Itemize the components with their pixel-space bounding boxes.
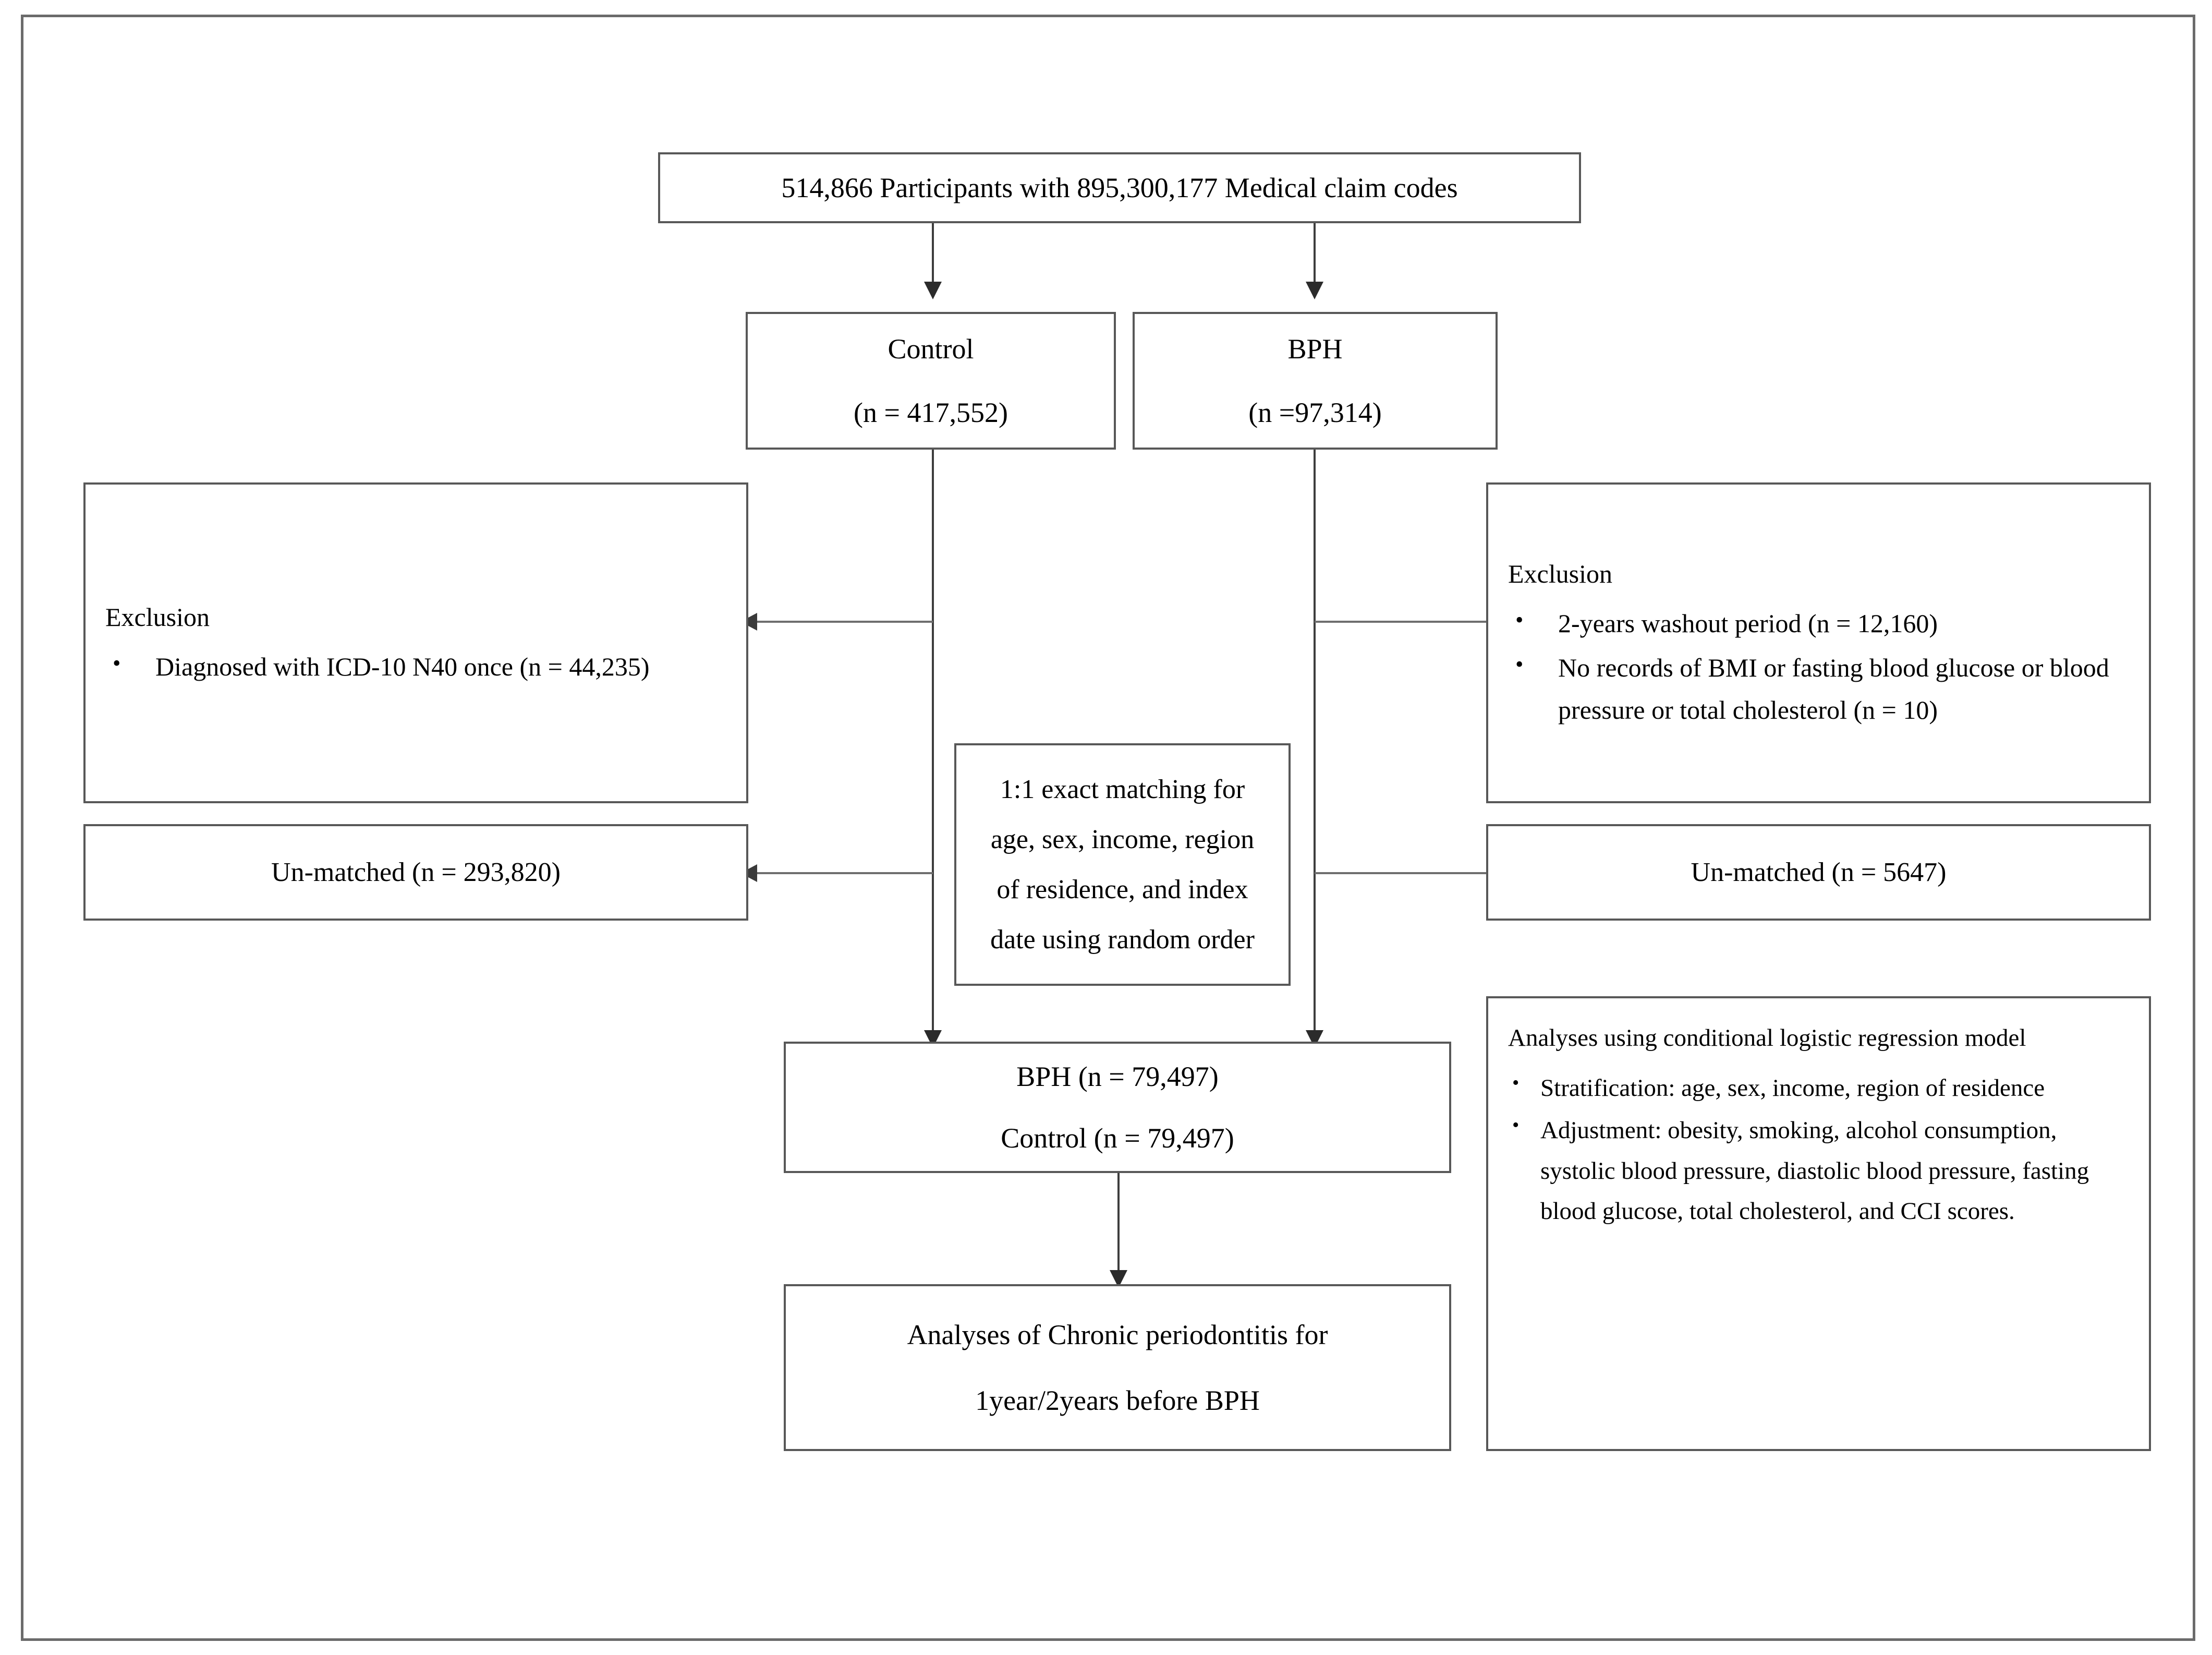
control-title: Control (888, 333, 974, 365)
node-final-analysis[interactable]: Analyses of Chronic periodontitis for 1y… (784, 1284, 1451, 1451)
bph-title: BPH (1287, 333, 1343, 365)
node-exclusion-left[interactable]: Exclusion Diagnosed with ICD-10 N40 once… (83, 482, 748, 803)
list-item: Diagnosed with ICD-10 N40 once (n = 44,2… (105, 645, 731, 688)
node-methods[interactable]: Analyses using conditional logistic regr… (1486, 996, 2151, 1451)
arrowhead-source-to-bph (1306, 282, 1323, 299)
connector-bph-to-exclusion-right (1315, 621, 1490, 623)
matched-bph-count: BPH (n = 79,497) (1016, 1060, 1219, 1092)
arrowhead-source-to-control (924, 282, 942, 299)
node-source-population[interactable]: 514,866 Participants with 895,300,177 Me… (658, 152, 1581, 223)
exclusion-left-heading: Exclusion (105, 602, 210, 632)
matching-line-4: date using random order (990, 924, 1255, 955)
connector-bph-to-unmatched-right (1315, 872, 1490, 874)
connector-source-to-control (932, 223, 934, 296)
node-unmatched-right[interactable]: Un-matched (n = 5647) (1486, 824, 2151, 921)
list-item: No records of BMI or fasting blood gluco… (1508, 646, 2133, 731)
exclusion-right-list: 2-years washout period (n = 12,160) No r… (1508, 601, 2133, 733)
methods-heading: Analyses using conditional logistic regr… (1508, 1024, 2026, 1052)
connector-control-to-unmatched-left (757, 872, 933, 874)
connector-bph-spine (1314, 450, 1316, 1043)
exclusion-left-list: Diagnosed with ICD-10 N40 once (n = 44,2… (105, 645, 731, 690)
node-matching-criteria[interactable]: 1:1 exact matching for age, sex, income,… (954, 743, 1291, 986)
matching-line-1: 1:1 exact matching for (1000, 774, 1245, 804)
node-control[interactable]: Control (n = 417,552) (746, 312, 1116, 450)
node-exclusion-right[interactable]: Exclusion 2-years washout period (n = 12… (1486, 482, 2151, 803)
control-count: (n = 417,552) (854, 397, 1008, 428)
final-analysis-line-2: 1year/2years before BPH (975, 1385, 1260, 1416)
node-unmatched-left[interactable]: Un-matched (n = 293,820) (83, 824, 748, 921)
node-matched-result[interactable]: BPH (n = 79,497) Control (n = 79,497) (784, 1042, 1451, 1173)
matching-line-3: of residence, and index (996, 874, 1248, 904)
bph-count: (n =97,314) (1248, 397, 1382, 428)
unmatched-right-label: Un-matched (n = 5647) (1691, 857, 1947, 887)
list-item: 2-years washout period (n = 12,160) (1508, 601, 2133, 645)
list-item: Stratification: age, sex, income, region… (1508, 1067, 2133, 1109)
connector-control-spine (932, 450, 934, 1043)
exclusion-right-heading: Exclusion (1508, 559, 1612, 588)
methods-list: Stratification: age, sex, income, region… (1508, 1067, 2133, 1234)
source-population-label: 514,866 Participants with 895,300,177 Me… (781, 172, 1458, 203)
final-analysis-line-1: Analyses of Chronic periodontitis for (907, 1319, 1328, 1350)
list-item: Adjustment: obesity, smoking, alcohol co… (1508, 1109, 2133, 1232)
matched-control-count: Control (n = 79,497) (1001, 1122, 1234, 1154)
unmatched-left-label: Un-matched (n = 293,820) (271, 857, 561, 887)
connector-control-to-exclusion-left (757, 621, 933, 623)
connector-source-to-bph (1314, 223, 1316, 296)
connector-matched-to-final (1117, 1173, 1120, 1283)
matching-line-2: age, sex, income, region (990, 824, 1255, 854)
node-bph[interactable]: BPH (n =97,314) (1133, 312, 1498, 450)
